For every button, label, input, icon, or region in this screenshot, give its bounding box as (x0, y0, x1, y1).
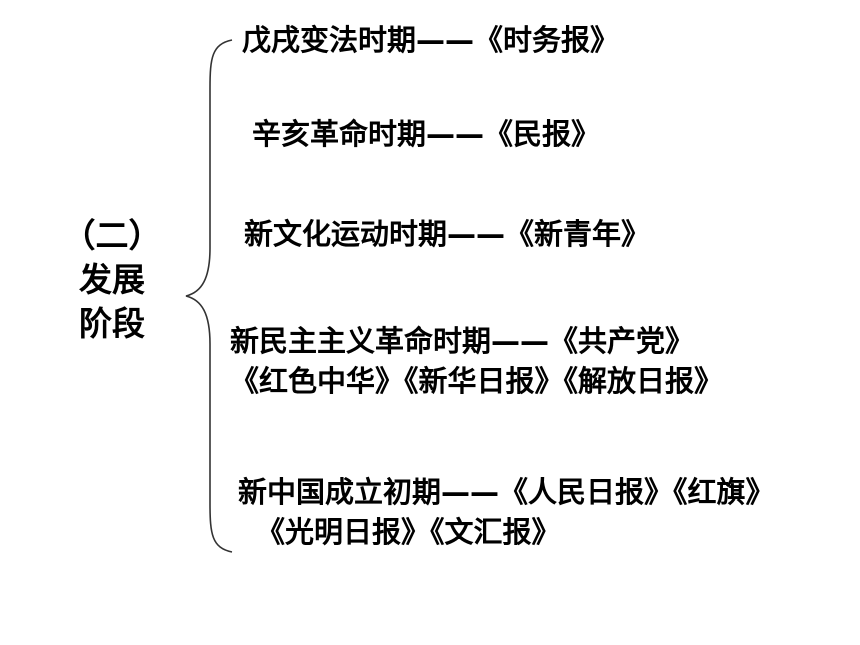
period-entry-text: 新文化运动时期——《新青年》 (244, 217, 651, 251)
period-entry-text: 戊戌变法时期——《时务报》 (242, 23, 620, 57)
period-entry-text-continued: 《光明日报》《文汇报》 (256, 515, 561, 549)
period-entry-new-democratic: 新民主主义革命时期——《共产党》 《红色中华》《新华日报》《解放日报》 (230, 321, 723, 401)
section-number: （二） (62, 216, 162, 255)
section-title-line-1: 发展 (79, 260, 145, 299)
period-entry-early-prc: 新中国成立初期——《人民日报》《红旗》 《光明日报》《文汇报》 (238, 472, 775, 552)
period-entry-wuxu: 戊戌变法时期——《时务报》 (242, 20, 619, 60)
period-entry-text: 辛亥革命时期——《民报》 (252, 117, 601, 151)
section-heading: （二） 发展 阶段 (62, 214, 162, 346)
period-entry-text: 新中国成立初期——《人民日报》《红旗》 (238, 475, 775, 509)
period-entry-xinhai: 辛亥革命时期——《民报》 (252, 114, 600, 154)
curly-brace-icon (185, 39, 233, 553)
section-title-line-2: 阶段 (79, 304, 145, 343)
period-entry-text-continued: 《红色中华》《新华日报》《解放日报》 (230, 364, 724, 398)
period-entry-text: 新民主主义革命时期——《共产党》 (230, 324, 695, 358)
period-entry-new-culture: 新文化运动时期——《新青年》 (244, 214, 650, 254)
